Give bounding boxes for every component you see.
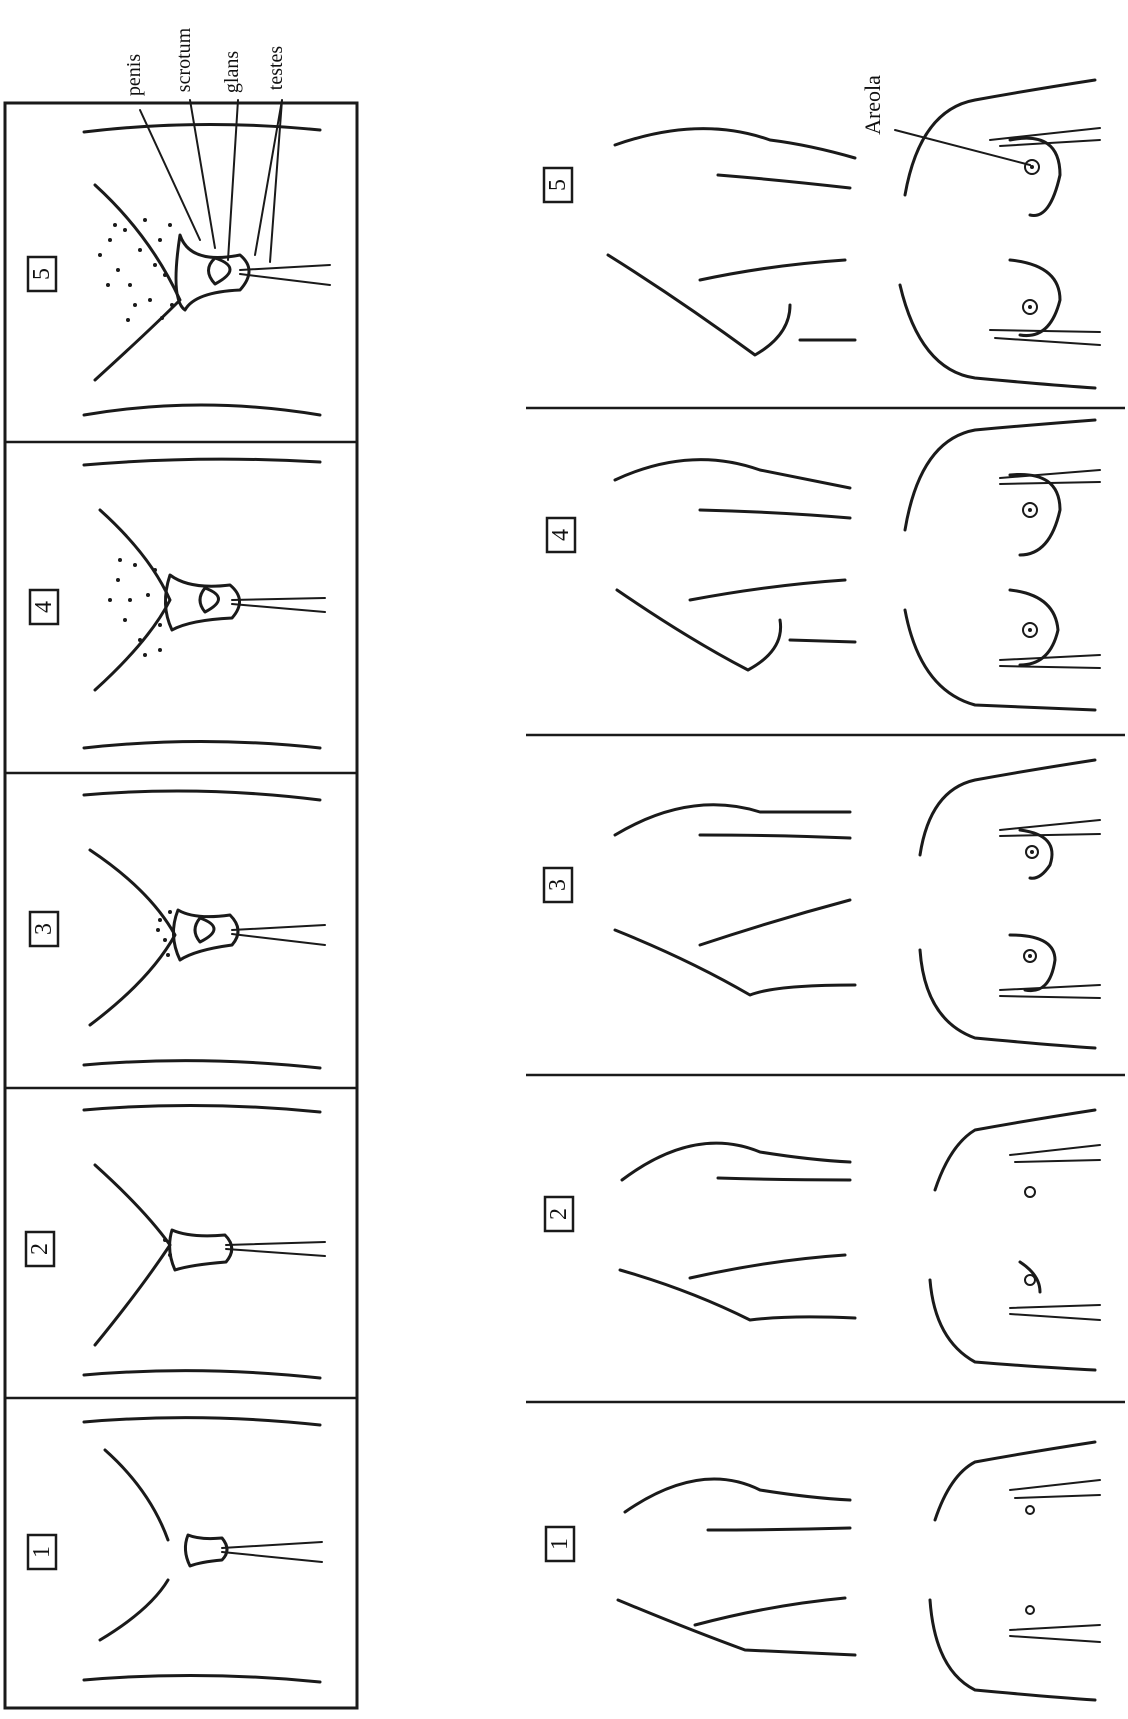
female-stage-2-badge: 2 xyxy=(545,1197,573,1231)
male-stage-5: 5 penis scrotum glans testes xyxy=(28,27,330,415)
label-penis: penis xyxy=(123,54,145,96)
male-stage-2-number: 2 xyxy=(27,1243,53,1255)
male-stage-4-badge: 4 xyxy=(30,590,58,624)
male-stage-5-number: 5 xyxy=(29,268,55,280)
male-stage-3-number: 3 xyxy=(31,923,57,935)
female-breast-panel: 5 Areola 4 xyxy=(526,75,1125,1700)
male-stage-3-badge: 3 xyxy=(30,912,58,946)
label-areola: Areola xyxy=(860,75,885,135)
male-panel-frame xyxy=(5,103,357,1708)
female-stage-2-number: 2 xyxy=(546,1208,572,1220)
label-glans: glans xyxy=(221,51,243,93)
female-stage-2: 2 xyxy=(545,1110,1100,1370)
male-stage-5-badge: 5 xyxy=(28,257,56,291)
male-stage-1-badge: 1 xyxy=(28,1535,56,1569)
female-stage-3: 3 xyxy=(544,760,1100,1048)
male-stage-4-number: 4 xyxy=(31,601,57,613)
female-stage-5-number: 5 xyxy=(545,179,571,191)
female-stage-3-badge: 3 xyxy=(544,868,572,902)
label-testes: testes xyxy=(265,46,287,91)
female-stage-3-number: 3 xyxy=(545,879,571,891)
label-scrotum: scrotum xyxy=(173,27,195,92)
female-stage-4-number: 4 xyxy=(548,529,574,541)
female-stage-4-badge: 4 xyxy=(547,518,575,552)
female-stage-1-badge: 1 xyxy=(546,1527,574,1561)
female-stage-4: 4 xyxy=(547,420,1100,710)
male-stage-4: 4 xyxy=(30,459,325,748)
female-stage-1-number: 1 xyxy=(547,1538,573,1550)
female-stage-5-badge: 5 xyxy=(544,168,572,202)
male-stage-3: 3 xyxy=(30,791,325,1068)
male-stage-2-badge: 2 xyxy=(26,1232,54,1266)
male-stage-2: 2 xyxy=(26,1105,325,1378)
male-stage-1-number: 1 xyxy=(29,1546,55,1558)
male-stage-1: 1 xyxy=(28,1418,322,1682)
female-stage-5: 5 Areola xyxy=(544,75,1100,388)
female-stage-1: 1 xyxy=(546,1442,1100,1700)
male-genital-panel: 5 penis scrotum glans testes xyxy=(5,27,357,1708)
